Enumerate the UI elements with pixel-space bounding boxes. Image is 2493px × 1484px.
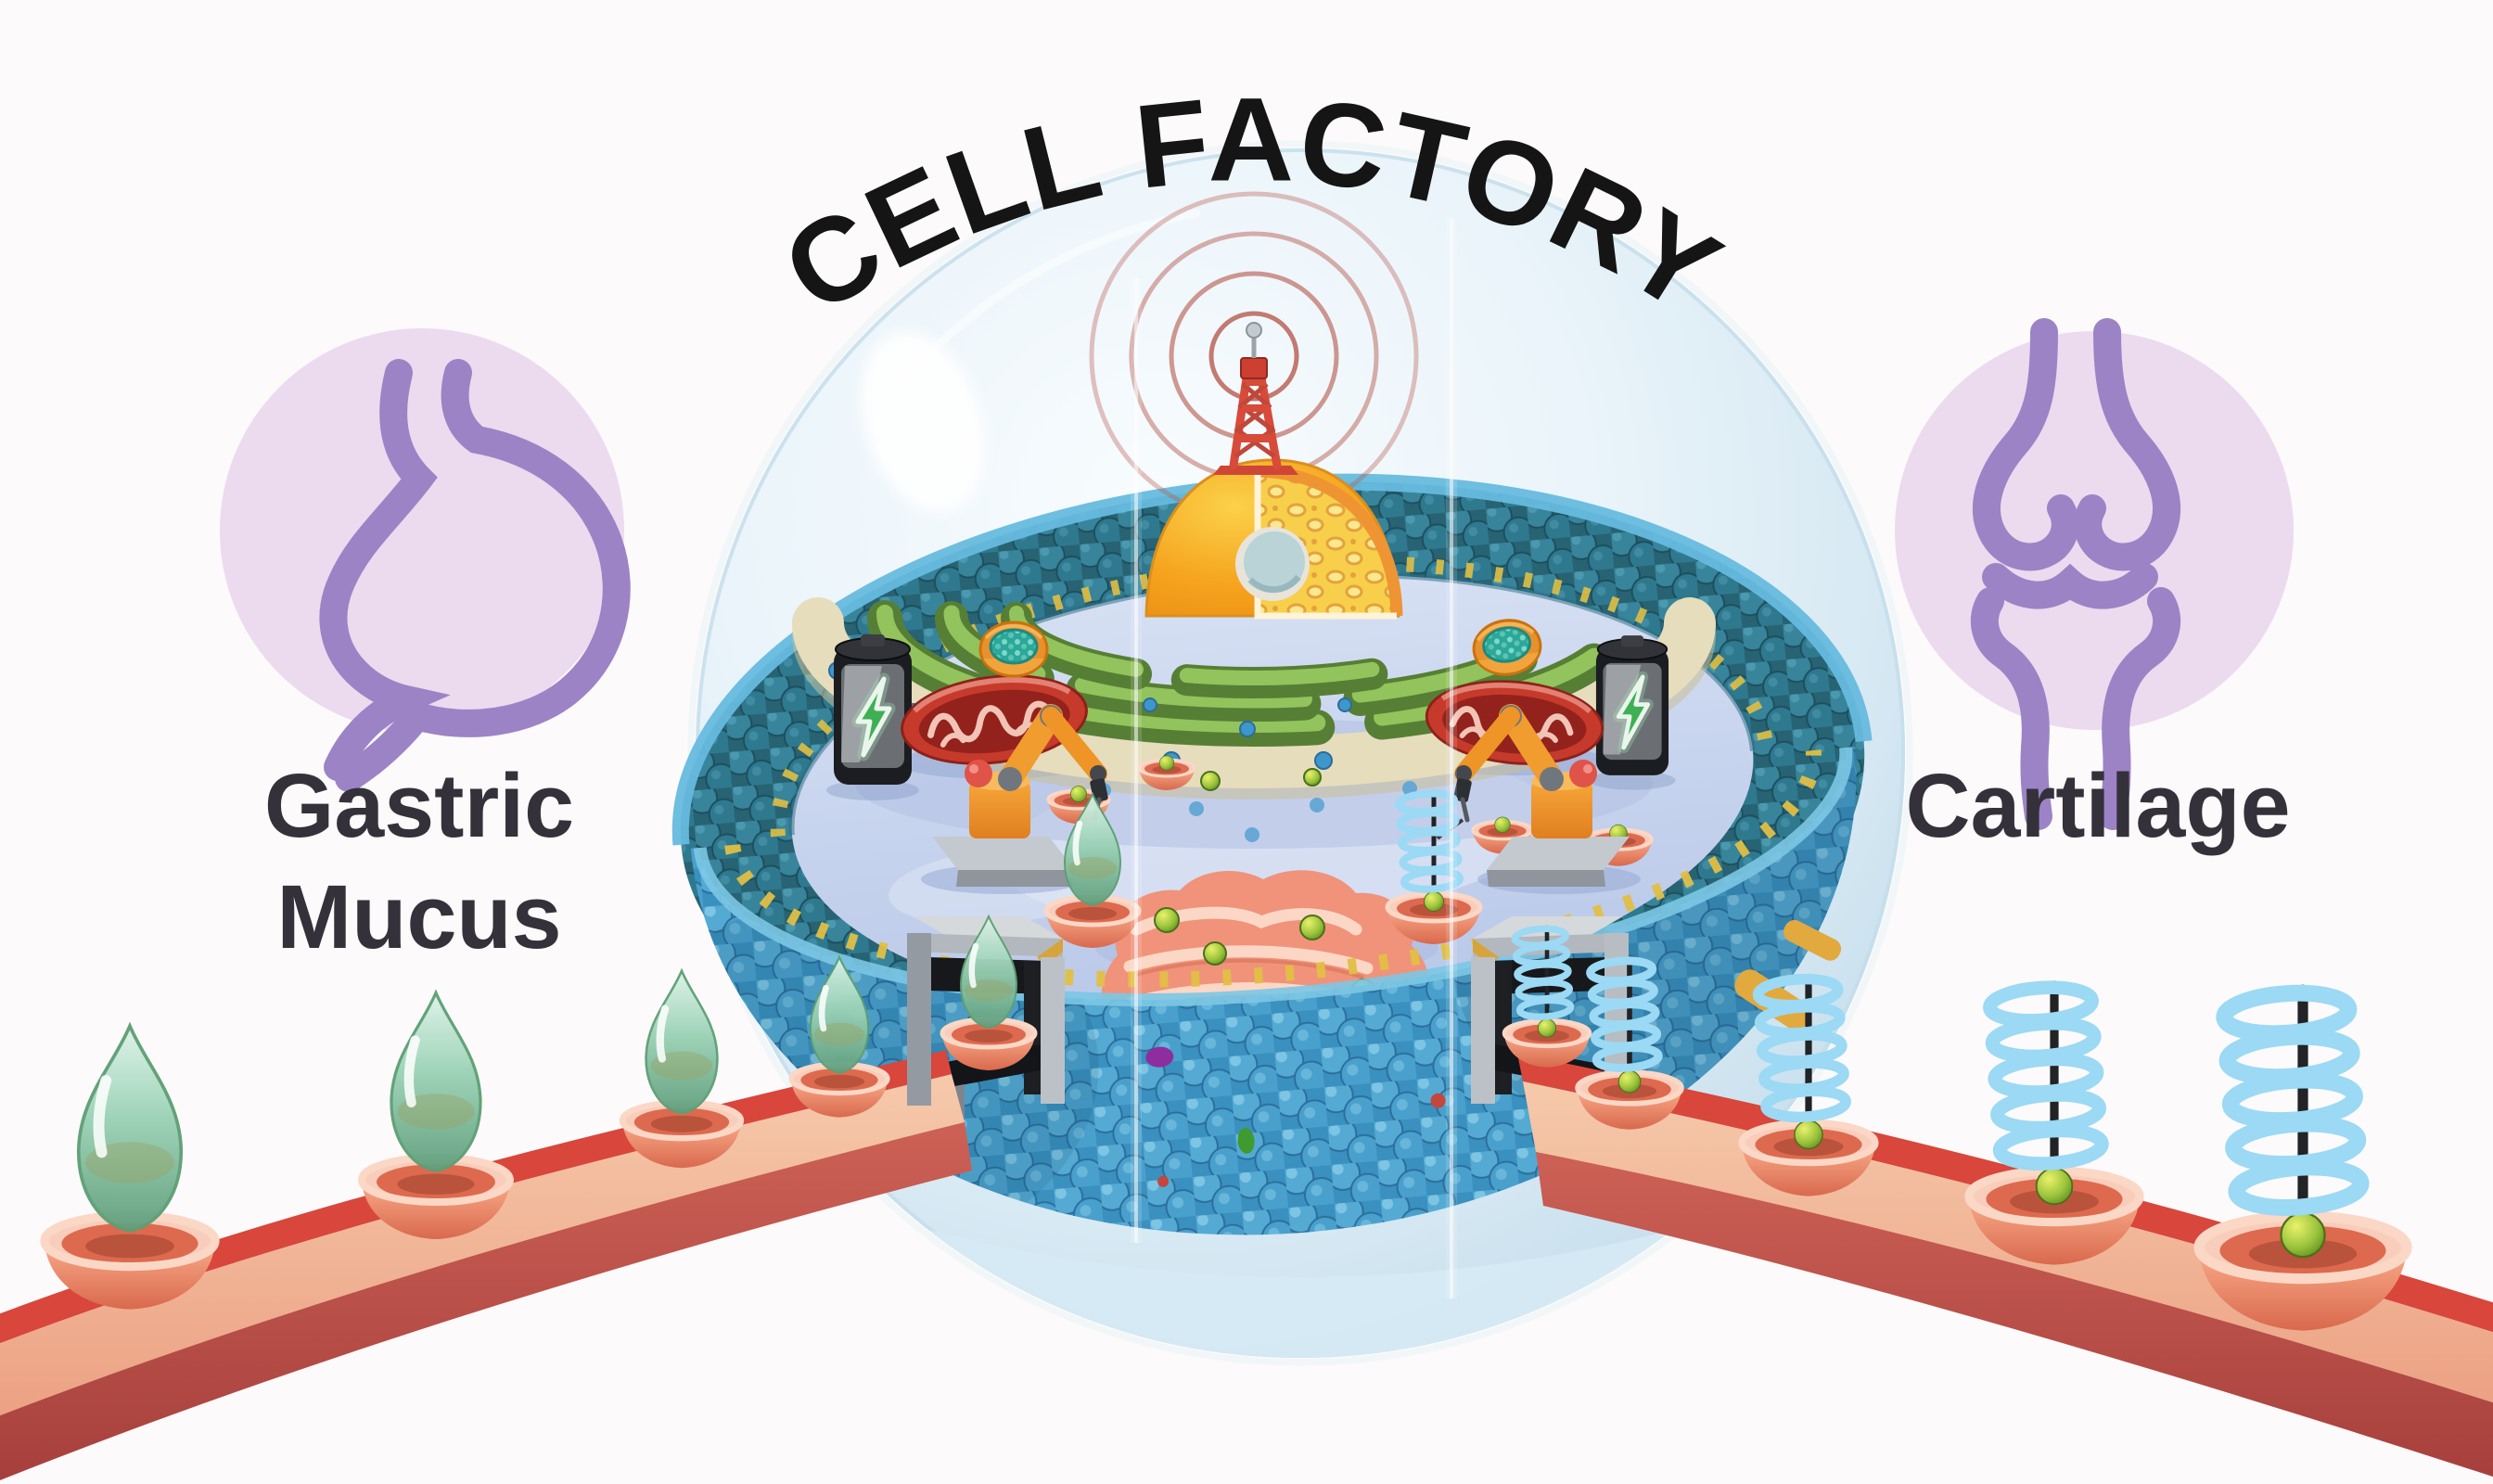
gastric-label-line2: Mucus (276, 866, 561, 967)
secretory-vesicle-icon (978, 620, 1049, 678)
gate-front-pillar (907, 933, 931, 1106)
signal-tower-icon (1213, 322, 1298, 475)
glass-bottom-rim (928, 1230, 1672, 1358)
gastric-circle-badge (220, 328, 631, 792)
lipid-tails-front (724, 749, 1822, 988)
stomach-icon (319, 359, 631, 792)
glass-highlight (861, 331, 985, 513)
glass-reflection-lines (1131, 218, 1457, 1298)
nucleus-dome-icon (1144, 458, 1403, 620)
knee-joint-icon (1970, 318, 2181, 830)
battery-icon (1590, 635, 1676, 789)
cartilage-circle-badge (1895, 318, 2294, 830)
cartilage-label: Cartilage (1905, 755, 2290, 856)
gastric-label-line1: Gastric (264, 755, 574, 856)
